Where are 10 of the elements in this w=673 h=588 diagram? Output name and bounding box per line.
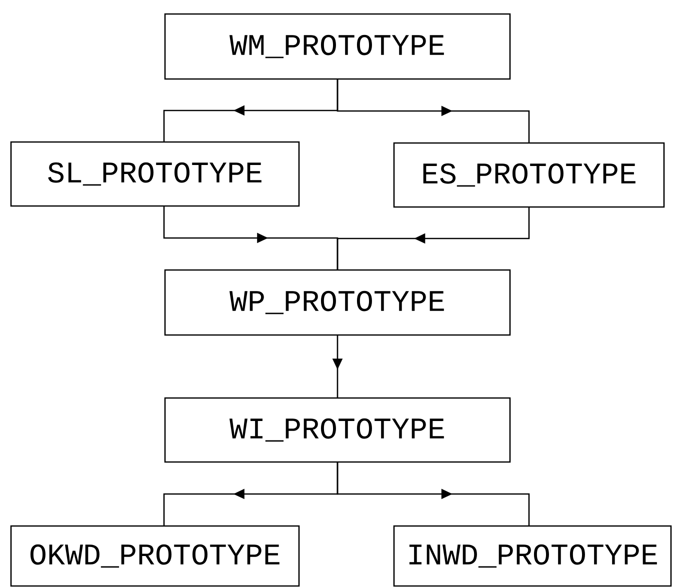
arrow: [336, 79, 530, 143]
process-box: OKWD_PROTOTYPE: [10, 525, 300, 587]
process-box: WI_PROTOTYPE: [164, 397, 511, 463]
process-box: ES_PROTOTYPE: [393, 142, 665, 208]
process-box: INWD_PROTOTYPE: [393, 525, 672, 587]
process-box: WM_PROTOTYPE: [164, 13, 511, 80]
arrow: [336, 207, 530, 270]
process-box: SL_PROTOTYPE: [10, 141, 300, 207]
process-box: WP_PROTOTYPE: [164, 269, 511, 336]
arrow: [336, 462, 530, 526]
